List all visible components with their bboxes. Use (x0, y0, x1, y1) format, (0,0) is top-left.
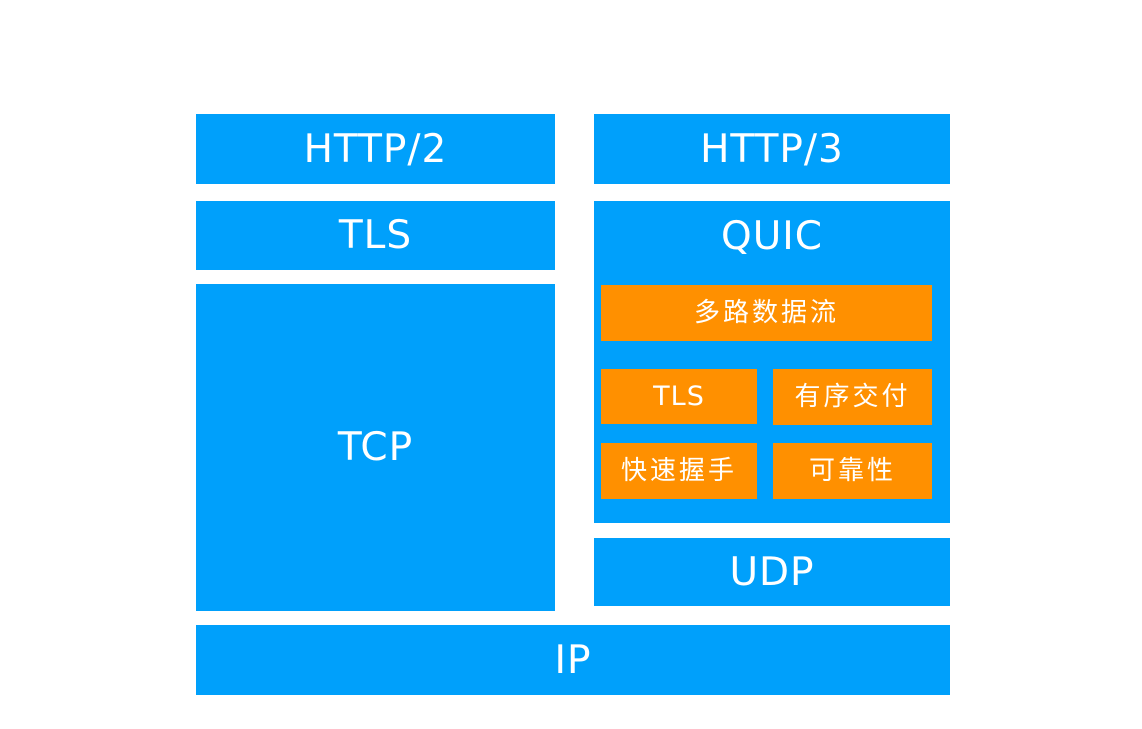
quic-feature-fast-handshake: 快速握手 (601, 443, 757, 499)
layer-ip: IP (196, 625, 950, 695)
layer-http2: HTTP/2 (196, 114, 555, 184)
quic-feature-multiplexed-streams: 多路数据流 (601, 285, 932, 341)
quic-feature-reliability: 可靠性 (773, 443, 932, 499)
quic-feature-tls: TLS (601, 369, 757, 424)
layer-quic-label: QUIC (721, 213, 823, 259)
layer-udp: UDP (594, 538, 950, 606)
layer-http3: HTTP/3 (594, 114, 950, 184)
layer-tcp: TCP (196, 284, 555, 611)
layer-tls-left: TLS (196, 201, 555, 270)
quic-feature-ordered-delivery: 有序交付 (773, 369, 932, 425)
